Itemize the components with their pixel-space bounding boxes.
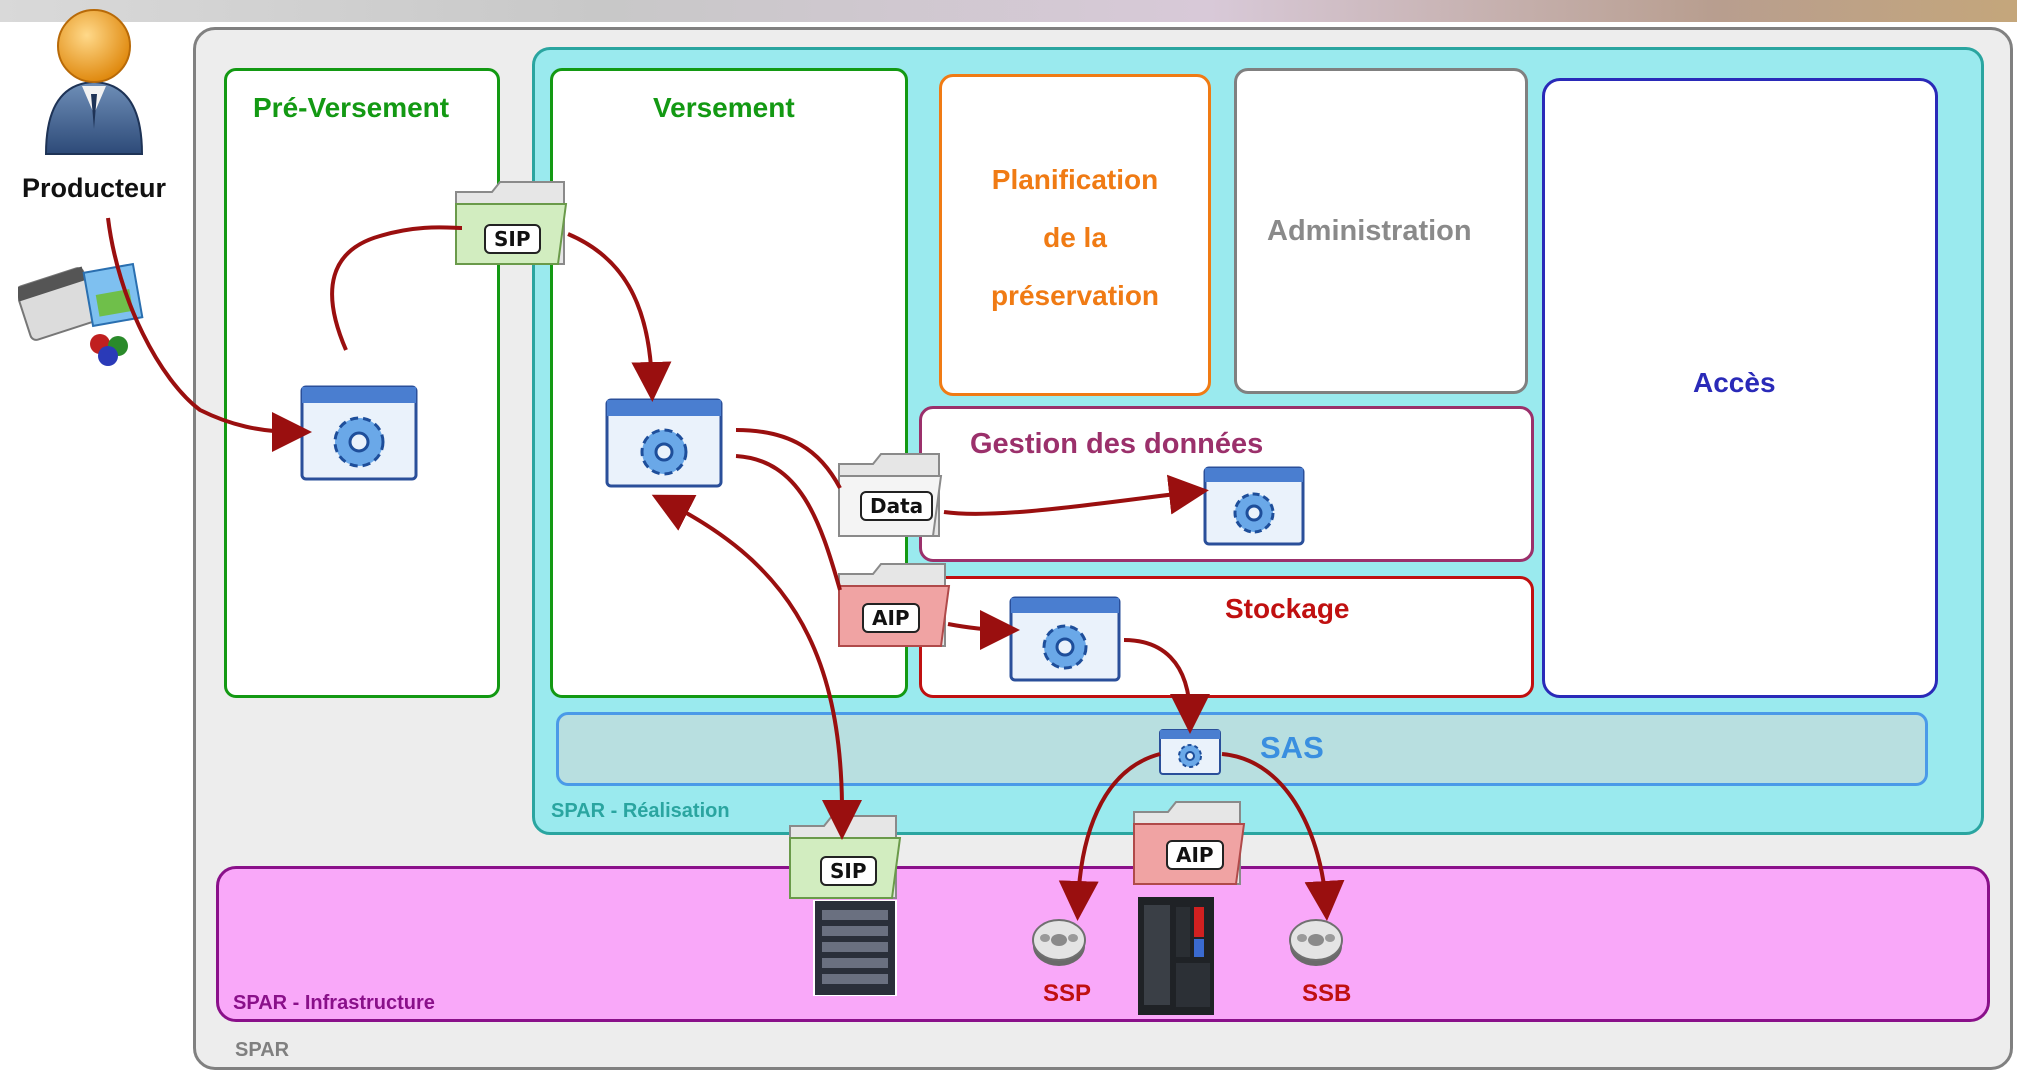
planification-label: Planification de la préservation [939, 151, 1211, 325]
data-tag: Data [860, 491, 934, 521]
arrow-preversement-to-sip [330, 225, 463, 351]
arrow-sip-to-versement-upward [651, 494, 844, 805]
spar-infrastructure-zone [216, 866, 1990, 1022]
arrow-aip-to-stockage [947, 609, 1020, 650]
server-rack-icon [813, 900, 897, 996]
infrastructure-label: SPAR - Infrastructure [233, 992, 435, 1014]
versement-label: Versement [653, 92, 795, 123]
arrow-versement-to-data [735, 428, 842, 489]
gear-app-icon [1009, 596, 1121, 682]
arrow-producteur-to-preversement [106, 217, 312, 452]
ssb-label: SSB [1302, 980, 1352, 1007]
sip-bottom-tag: SIP [820, 856, 877, 886]
arrow-sas-to-ssb [1221, 752, 1345, 921]
tape-library-icon [1138, 897, 1214, 1015]
sip-top-tag: SIP [484, 224, 541, 254]
planification-line-2: de la [1043, 222, 1107, 253]
tape-reel-icon [1032, 919, 1086, 966]
user-icon [44, 9, 144, 155]
planification-box [939, 74, 1211, 396]
gear-app-icon [1203, 466, 1305, 546]
arrow-versement-to-aip [735, 454, 842, 591]
arrow-sip-to-versement [567, 232, 672, 402]
administration-label: Administration [1267, 215, 1472, 247]
arrow-stockage-to-sas [1123, 638, 1210, 734]
ssp-label: SSP [1043, 980, 1092, 1007]
gestion-donnees-label: Gestion des données [970, 428, 1264, 460]
gear-app-icon [300, 385, 418, 481]
planification-line-3: préservation [990, 280, 1160, 311]
planification-line-1: Planification [991, 164, 1159, 195]
realisation-label: SPAR - Réalisation [551, 800, 730, 822]
gear-app-icon [1159, 729, 1221, 775]
gear-app-icon [605, 398, 723, 488]
aip-bottom-tag: AIP [1166, 840, 1224, 870]
acces-label: Accès [1693, 367, 1776, 398]
top-banner [0, 0, 2017, 22]
sas-box [556, 712, 1928, 786]
acces-box [1542, 78, 1938, 698]
preversement-label: Pré-Versement [253, 92, 450, 123]
producteur-label: Producteur [22, 173, 167, 203]
arrow-sas-to-ssp [1058, 752, 1161, 921]
preversement-box [224, 68, 500, 698]
sas-label: SAS [1260, 730, 1324, 765]
stockage-label: Stockage [1225, 593, 1350, 624]
spar-label: SPAR [235, 1039, 290, 1061]
administration-box [1234, 68, 1528, 394]
arrow-data-to-gestion [943, 474, 1209, 516]
aip-mid-tag: AIP [862, 603, 920, 633]
media-files-icon [18, 262, 144, 366]
